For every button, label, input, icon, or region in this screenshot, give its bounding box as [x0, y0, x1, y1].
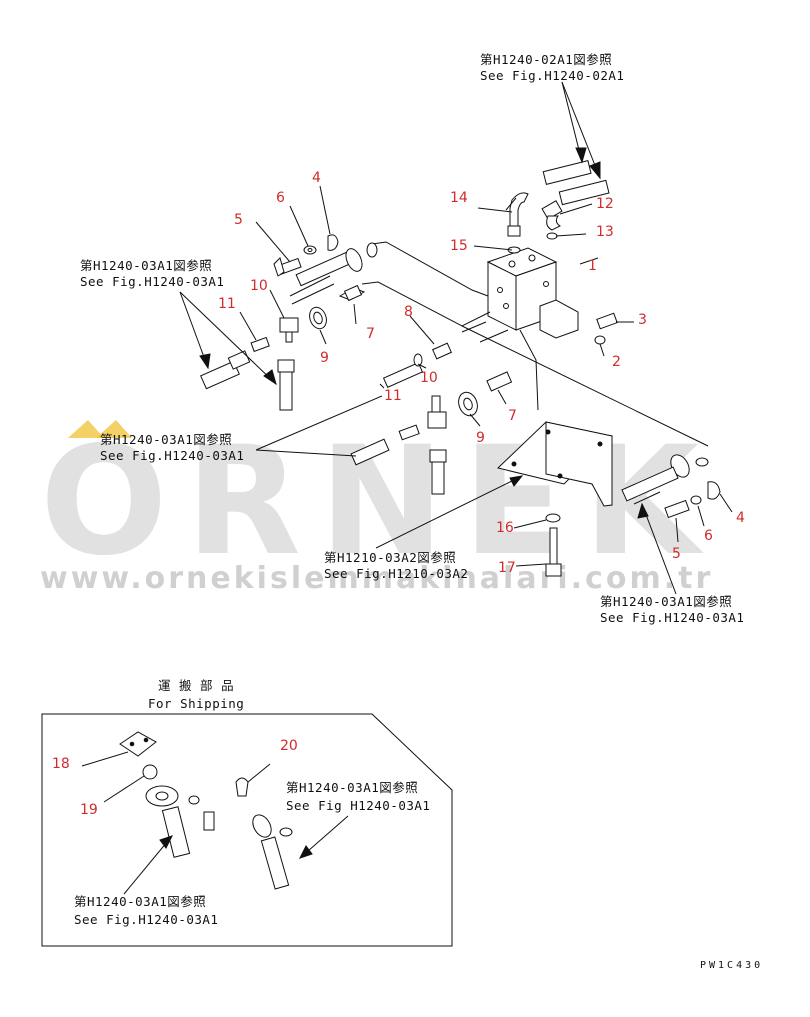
part-numbers: 1 2 3 4 4 5 5 6 6 7 7 8 9 9 10 10 11 11 …	[218, 170, 745, 576]
part-number: 4	[736, 510, 745, 526]
svg-text:第H1240-03A1図参照: 第H1240-03A1図参照	[80, 258, 212, 273]
part-number: 9	[320, 350, 329, 366]
reference-label-shipping-right: 第H1240-03A1図参照 See Fig H1240-03A1	[286, 780, 430, 813]
svg-text:第H1240-03A1図参照: 第H1240-03A1図参照	[600, 594, 732, 609]
watermark-logo-accent	[96, 420, 132, 438]
drawing-code: PW1C430	[700, 960, 763, 971]
part-number: 15	[450, 238, 468, 254]
part-number: 10	[250, 278, 268, 294]
part-number: 16	[496, 520, 514, 536]
svg-text:See Fig.H1210-03A2: See Fig.H1210-03A2	[324, 566, 468, 581]
part-number: 8	[404, 304, 413, 320]
shipping-frame	[41, 713, 453, 947]
reference-label-h1240-03a1-right: 第H1240-03A1図参照 See Fig.H1240-03A1	[600, 594, 744, 625]
svg-text:See Fig.H1240-03A1: See Fig.H1240-03A1	[600, 610, 744, 625]
reference-labels: 第H1240-02A1図参照 See Fig.H1240-02A1 第H1240…	[80, 52, 744, 625]
part-number: 5	[672, 546, 681, 562]
svg-text:See Fig.H1240-03A1: See Fig.H1240-03A1	[100, 448, 244, 463]
part-number: 7	[366, 326, 375, 342]
svg-text:第H1240-02A1図参照: 第H1240-02A1図参照	[480, 52, 612, 67]
svg-text:See Fig.H1240-02A1: See Fig.H1240-02A1	[480, 68, 624, 83]
watermark-url: www.ornekislemmakinalari.com.tr	[40, 561, 713, 596]
part-number: 17	[498, 560, 516, 576]
part-number: 11	[218, 296, 236, 312]
svg-text:See Fig H1240-03A1: See Fig H1240-03A1	[286, 798, 430, 813]
reference-label-h1240-03a1-left: 第H1240-03A1図参照 See Fig.H1240-03A1	[80, 258, 224, 289]
watermark-logo-accent	[68, 420, 104, 438]
svg-text:See Fig.H1240-03A1: See Fig.H1240-03A1	[74, 912, 218, 927]
reference-label-h1240-02a1-top: 第H1240-02A1図参照 See Fig.H1240-02A1	[480, 52, 624, 83]
part-number: 10	[420, 370, 438, 386]
part-number: 9	[476, 430, 485, 446]
reference-label-h1240-03a1-center: 第H1240-03A1図参照 See Fig.H1240-03A1	[100, 432, 244, 463]
shipping-section: 運 搬 部 品 For Shipping 18 19 20 第H1240-03	[41, 678, 453, 947]
part-number: 13	[596, 224, 614, 240]
part-number: 14	[450, 190, 468, 206]
part-number: 20	[280, 738, 298, 754]
part-number: 18	[52, 756, 70, 772]
svg-text:第H1240-03A1図参照: 第H1240-03A1図参照	[286, 780, 418, 795]
part-number: 1	[588, 258, 597, 274]
svg-text:第H1210-03A2図参照: 第H1210-03A2図参照	[324, 550, 456, 565]
part-number: 7	[508, 408, 517, 424]
svg-text:See Fig.H1240-03A1: See Fig.H1240-03A1	[80, 274, 224, 289]
shipping-title-jp: 運 搬 部 品	[158, 678, 234, 693]
reference-label-shipping-left: 第H1240-03A1図参照 See Fig.H1240-03A1	[74, 894, 218, 927]
part-number: 5	[234, 212, 243, 228]
part-number: 19	[80, 802, 98, 818]
part-number: 12	[596, 196, 614, 212]
part-number: 6	[276, 190, 285, 206]
part-number: 2	[612, 354, 621, 370]
part-number: 4	[312, 170, 321, 186]
upper-assembly	[200, 160, 721, 577]
part-number: 11	[384, 388, 402, 404]
shipping-title-en: For Shipping	[148, 696, 244, 711]
part-number: 3	[638, 312, 647, 328]
leader-lines	[179, 81, 733, 595]
svg-text:第H1240-03A1図参照: 第H1240-03A1図参照	[100, 432, 232, 447]
part-number: 6	[704, 528, 713, 544]
svg-text:第H1240-03A1図参照: 第H1240-03A1図参照	[74, 894, 206, 909]
reference-label-h1210-03a2: 第H1210-03A2図参照 See Fig.H1210-03A2	[324, 550, 468, 581]
